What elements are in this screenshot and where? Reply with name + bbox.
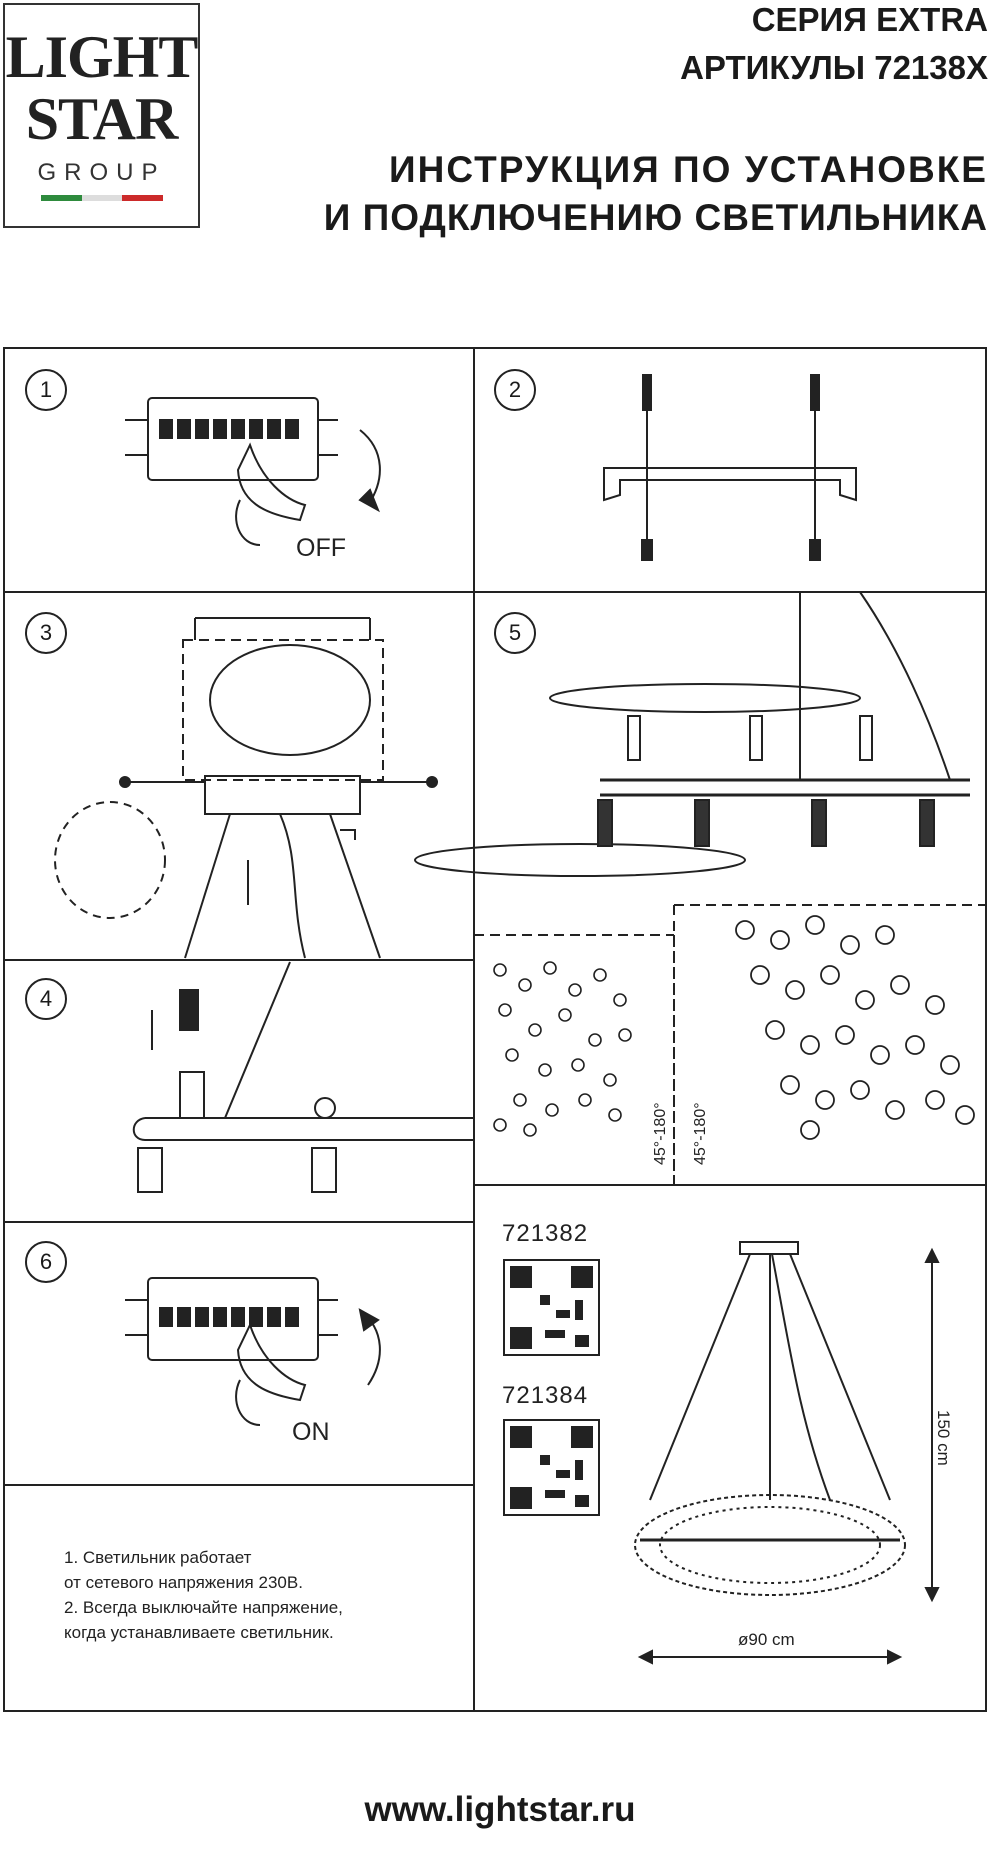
website-url: www.lightstar.ru: [364, 1790, 636, 1829]
lamp-arm-bulbs: [132, 961, 474, 1193]
crystal-pattern-left: [493, 961, 632, 1137]
instruction-title-line2: И ПОДКЛЮЧЕНИЮ СВЕТИЛЬНИКА: [323, 197, 988, 238]
step-number-4: 4: [25, 978, 67, 1020]
chandelier-drawing: [634, 1241, 940, 1665]
angle-label-left: 45°-180°: [652, 1102, 669, 1165]
step-number-2: 2: [494, 369, 536, 411]
brand-logo: LIGHT STAR GROUP: [3, 3, 200, 228]
series-title: СЕРИЯ EXTRA: [751, 1, 988, 38]
logo-word-star: STAR: [25, 86, 179, 152]
step-number-1: 1: [25, 369, 67, 411]
step-number-6: 6: [25, 1241, 67, 1283]
qr-code-721384: [503, 1419, 600, 1516]
breaker-panel-on: [125, 1277, 381, 1426]
qr-code-721382: [503, 1259, 600, 1356]
note-line-3: 2. Всегда выключайте напряжение,: [64, 1598, 343, 1617]
mounting-bracket: [603, 374, 857, 561]
step6-on-label: ON: [292, 1418, 330, 1446]
italian-flag-stripe: [41, 195, 164, 201]
crystal-pattern-right: [735, 915, 975, 1140]
logo-word-group: GROUP: [37, 159, 166, 186]
product-code-2: 721384: [502, 1382, 589, 1409]
decor-assembly: [414, 591, 986, 1185]
diameter-dimension: ø90 cm: [738, 1630, 795, 1649]
articles-title: АРТИКУЛЫ 72138X: [680, 49, 988, 86]
product-code-1: 721382: [502, 1220, 589, 1247]
breaker-panel-off: [125, 397, 381, 546]
panels-frame: [3, 347, 987, 1712]
logo-word-light: LIGHT: [5, 24, 199, 90]
height-dimension: 150 cm: [934, 1410, 953, 1466]
note-line-4: когда устанавливаете светильник.: [64, 1623, 334, 1642]
step1-off-label: OFF: [296, 534, 346, 562]
step-number-5: 5: [494, 612, 536, 654]
angle-label-right: 45°-180°: [692, 1102, 709, 1165]
note-line-1: 1. Светильник работает: [64, 1548, 252, 1567]
instruction-title-line1: ИНСТРУКЦИЯ ПО УСТАНОВКЕ: [389, 149, 988, 190]
step-number-3: 3: [25, 612, 67, 654]
safety-notes: 1. Светильник работает от сетевого напря…: [64, 1545, 484, 1645]
canopy-wiring: [54, 617, 438, 959]
note-line-2: от сетевого напряжения 230В.: [64, 1573, 303, 1592]
